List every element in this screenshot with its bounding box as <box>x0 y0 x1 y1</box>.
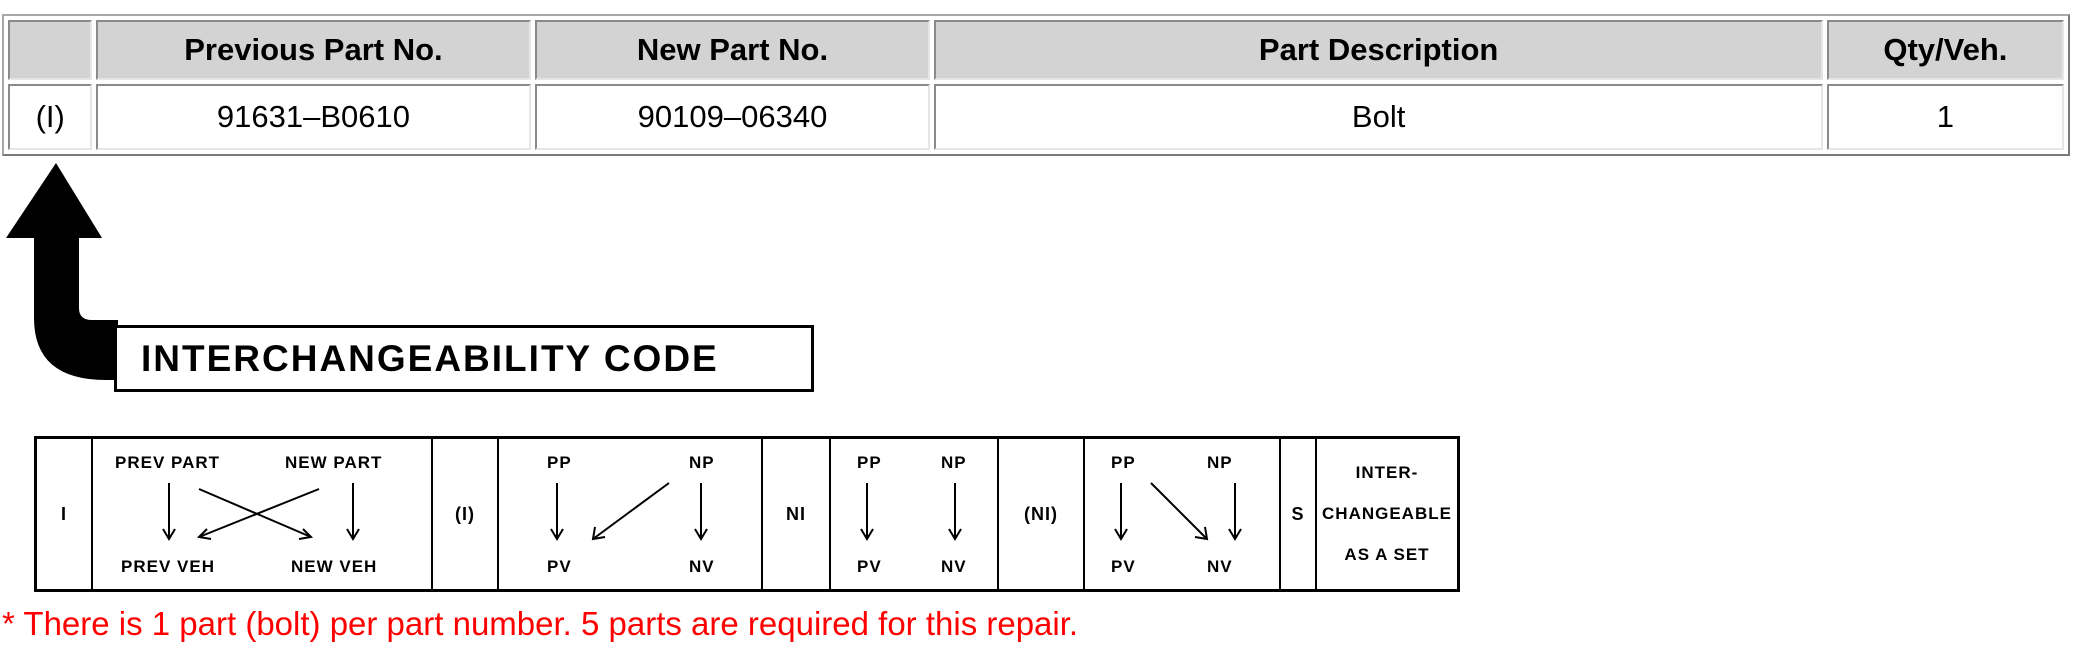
legend-i-prev-part: PREV PART <box>115 453 221 472</box>
legend-paren-ni-np: NP <box>1207 453 1233 472</box>
legend-code-s-text: S <box>1291 503 1305 524</box>
legend-ni-pv: PV <box>857 557 882 576</box>
legend-code-ni-text: NI <box>786 503 806 524</box>
repair-footnote: * There is 1 part (bolt) per part number… <box>2 605 1079 642</box>
legend-diagram-s: INTER- CHANGEABLE AS A SET <box>1317 439 1457 589</box>
legend-paren-i-pp: PP <box>547 453 572 472</box>
interchangeability-code-label: INTERCHANGEABILITY CODE <box>114 325 814 392</box>
legend-i-prev-veh: PREV VEH <box>121 557 215 576</box>
arrows-prev-to-new-icon <box>1114 482 1242 541</box>
header-qty-veh: Qty/Veh. <box>1826 20 2064 80</box>
cell-qty-veh: 1 <box>1826 84 2064 150</box>
legend-s-line1: INTER- <box>1355 463 1419 483</box>
legend-paren-i-pv: PV <box>547 557 572 576</box>
cell-new-part-no: 90109–06340 <box>534 84 931 150</box>
legend-i-new-part: NEW PART <box>285 453 383 472</box>
legend-paren-i-np: NP <box>689 453 715 472</box>
legend-diagram-paren-ni: PP NP PV NV <box>1085 439 1281 589</box>
header-code <box>8 20 93 80</box>
header-new-part-no: New Part No. <box>534 20 931 80</box>
legend-code-paren-ni-text: (NI) <box>1024 503 1058 524</box>
legend-diagram-ni: PP NP PV NV <box>831 439 999 589</box>
legend-paren-i-nv: NV <box>689 557 715 576</box>
legend-code-s: S <box>1281 439 1317 589</box>
legend-paren-ni-nv: NV <box>1207 557 1233 576</box>
cell-previous-part-no: 91631–B0610 <box>96 84 531 150</box>
legend-code-paren-i-text: (I) <box>455 503 475 524</box>
header-previous-part-no: Previous Part No. <box>96 20 531 80</box>
cell-part-description: Bolt <box>934 84 1823 150</box>
legend-ni-np: NP <box>941 453 967 472</box>
table-header-row: Previous Part No. New Part No. Part Desc… <box>8 20 2064 80</box>
arrows-new-to-prev-icon <box>550 482 708 541</box>
header-part-description: Part Description <box>934 20 1823 80</box>
legend-paren-ni-pp: PP <box>1111 453 1136 472</box>
interchangeability-legend: I PREV PART NEW PART PREV VEH NEW VEH (I… <box>34 436 1460 592</box>
arrows-straight-icon <box>860 483 962 541</box>
pointer-arrow-icon <box>6 163 118 380</box>
legend-ni-nv: NV <box>941 557 967 576</box>
cell-code: (I) <box>8 84 93 150</box>
legend-code-ni: NI <box>763 439 831 589</box>
legend-code-i: I <box>37 439 93 589</box>
legend-paren-ni-pv: PV <box>1111 557 1136 576</box>
legend-diagram-paren-i: PP NP PV NV <box>499 439 763 589</box>
legend-ni-pp: PP <box>857 453 882 472</box>
table-row: (I) 91631–B0610 90109–06340 Bolt 1 <box>8 84 2064 150</box>
legend-code-paren-i: (I) <box>433 439 499 589</box>
parts-table: Previous Part No. New Part No. Part Desc… <box>2 14 2070 156</box>
legend-code-paren-ni: (NI) <box>999 439 1085 589</box>
legend-s-line3: AS A SET <box>1344 544 1430 564</box>
legend-diagram-i: PREV PART NEW PART PREV VEH NEW VEH <box>93 439 433 589</box>
arrows-cross-icon <box>162 483 360 541</box>
legend-code-i-text: I <box>60 503 67 524</box>
legend-i-new-veh: NEW VEH <box>291 557 378 576</box>
legend-s-line2: CHANGEABLE <box>1322 503 1452 523</box>
